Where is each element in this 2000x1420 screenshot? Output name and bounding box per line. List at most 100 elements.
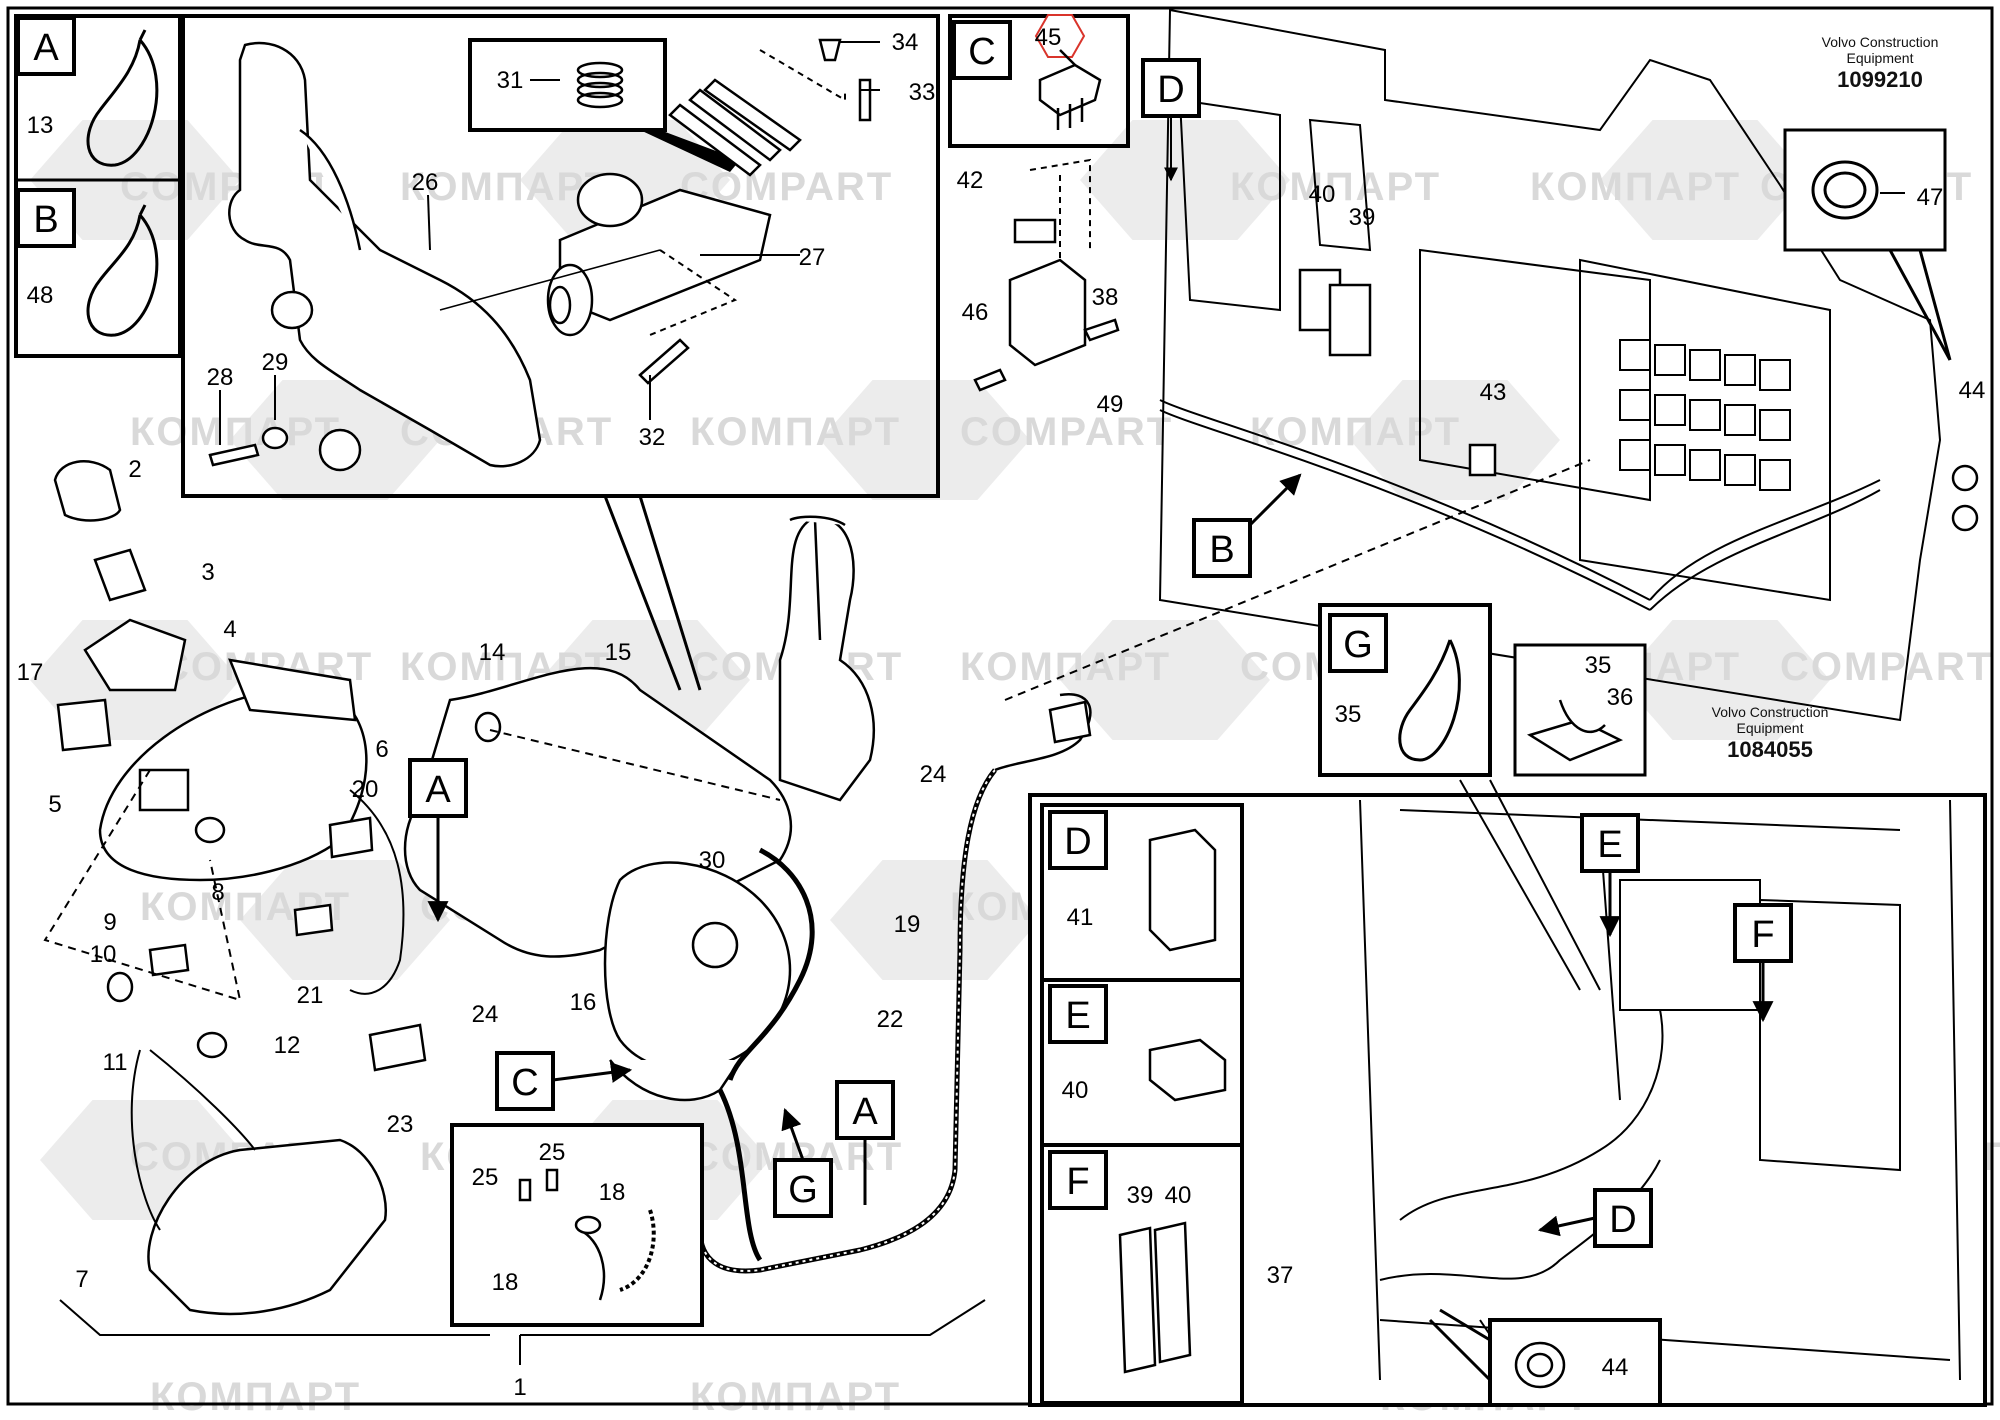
callout-48: 48	[27, 282, 54, 309]
highlight-hexagon	[1034, 14, 1086, 58]
joystick-housing	[603, 861, 792, 1102]
detail-c-panel	[948, 14, 1130, 148]
watermark-hex	[1060, 620, 1270, 740]
detail-a-panel	[14, 14, 182, 358]
detail-e-letter: E	[1065, 995, 1090, 1037]
callout-3: 3	[201, 559, 214, 586]
lower-cover	[147, 1138, 388, 1316]
callout-33: 33	[909, 79, 936, 106]
callout-8: 8	[211, 879, 224, 906]
watermark-text: КОМПАРТ	[130, 410, 342, 454]
callout-14: 14	[479, 639, 506, 666]
brand-number: 1084055	[1727, 737, 1813, 762]
detail-e-tag	[1048, 984, 1108, 1044]
callout-38: 38	[1092, 284, 1119, 311]
outer-frame	[6, 6, 1994, 1406]
callout-40: 40	[1309, 181, 1336, 208]
callout-10: 10	[90, 941, 117, 968]
callout-16: 16	[570, 989, 597, 1016]
relay-bank	[1619, 339, 1791, 491]
joystick-detail-panel	[181, 14, 940, 498]
detail-f-pointer-letter: F	[1751, 914, 1774, 956]
callout-41: 41	[1067, 904, 1094, 931]
brand-number: 1099210	[1837, 67, 1923, 92]
callout-24b: 24	[920, 761, 947, 788]
detail-d-letter: D	[1157, 69, 1184, 111]
callout-24: 24	[472, 1001, 499, 1028]
callout-1: 1	[513, 1374, 526, 1401]
callout-29: 29	[262, 349, 289, 376]
callout-11: 11	[103, 1049, 128, 1076]
brand-label-top: Volvo Construction Equipment 1099210	[1790, 34, 1970, 94]
callout-44b: 44	[1602, 1354, 1629, 1381]
brand-line-2: Equipment	[1736, 720, 1804, 736]
brand-label-mid: Volvo Construction Equipment 1084055	[1680, 704, 1860, 764]
callout-18: 18	[599, 1179, 626, 1206]
callout-23: 23	[387, 1111, 414, 1138]
detail-d-pointer-letter: D	[1609, 1199, 1636, 1241]
bushing	[270, 290, 362, 472]
callout-28: 28	[207, 364, 234, 391]
watermark-hex	[820, 380, 1030, 500]
callout-25: 25	[472, 1164, 499, 1191]
watermark-hex	[830, 860, 1040, 980]
callout-35: 35	[1335, 701, 1362, 728]
detail-c-pointer-tag	[495, 1051, 555, 1111]
detail-f-tag	[1048, 1150, 1108, 1210]
cable-tie-icon	[1398, 639, 1461, 762]
detail-a-pointer-letter: A	[425, 769, 451, 811]
callout-35b: 35	[1585, 652, 1612, 679]
relay-icon	[1038, 49, 1102, 130]
detail-g-letter: G	[1343, 624, 1373, 666]
watermark-text: КОМПАРТ	[1230, 165, 1442, 209]
callout-15: 15	[605, 639, 632, 666]
watermark-hex	[1600, 120, 1810, 240]
callout-32: 32	[639, 424, 666, 451]
callout-19: 19	[894, 911, 921, 938]
callout-17: 17	[17, 659, 44, 686]
control-panel	[98, 658, 368, 882]
mounting-bracket	[228, 41, 542, 468]
detail-a-tag	[16, 16, 76, 76]
brand-line-1: Volvo Construction	[1821, 34, 1939, 50]
detail-d-tag	[1141, 58, 1201, 118]
detail-d-letter: D	[1064, 821, 1091, 863]
detail-c-pointer-letter: C	[511, 1062, 538, 1104]
callout-18b: 18	[492, 1269, 519, 1296]
detail-b-tag	[16, 188, 76, 248]
detail-e-pointer-letter: E	[1597, 824, 1622, 866]
watermark-text: КОМПАРТ	[400, 165, 612, 209]
callout-37: 37	[1267, 1262, 1294, 1289]
callout-43: 43	[1480, 379, 1507, 406]
spring-icon	[576, 61, 624, 109]
detail-b-pointer-tag	[1192, 518, 1252, 578]
connector-icon	[1118, 828, 1227, 1374]
callout-30: 30	[699, 847, 726, 874]
callout-20: 20	[352, 776, 379, 803]
control-module	[973, 218, 1120, 392]
callout-4: 4	[223, 616, 236, 643]
callout-26: 26	[412, 169, 439, 196]
detail-a-pointer-tag-2	[835, 1080, 895, 1140]
tie-mount-icon	[1526, 699, 1624, 762]
watermark-text: КОМПАРТ	[1530, 165, 1742, 209]
callout-31: 31	[497, 67, 524, 94]
callout-5: 5	[48, 791, 61, 818]
detail-g-pointer-letter: G	[788, 1169, 818, 1211]
callout-42: 42	[957, 167, 984, 194]
callout-36: 36	[1607, 684, 1634, 711]
detail-d-tag	[1048, 810, 1108, 870]
detail-a-letter: A	[33, 27, 59, 69]
callout-49: 49	[1097, 391, 1124, 418]
nut-ring-icon	[1811, 160, 1879, 220]
callout-labels: 1 2 3 4 5 6 7 8 9 10 11 12 13 14 15 16 1…	[17, 24, 1986, 1401]
callout-40c: 40	[1165, 1182, 1192, 1209]
potentiometer	[546, 172, 772, 337]
callout-25b: 25	[539, 1139, 566, 1166]
callout-44: 44	[1959, 377, 1986, 404]
sensor-icon	[518, 1168, 606, 1301]
brand-line-1: Volvo Construction	[1711, 704, 1829, 720]
cable-tie-icon	[86, 29, 159, 167]
assembly-bracket	[59, 1299, 986, 1336]
callout-45: 45	[1035, 24, 1062, 51]
